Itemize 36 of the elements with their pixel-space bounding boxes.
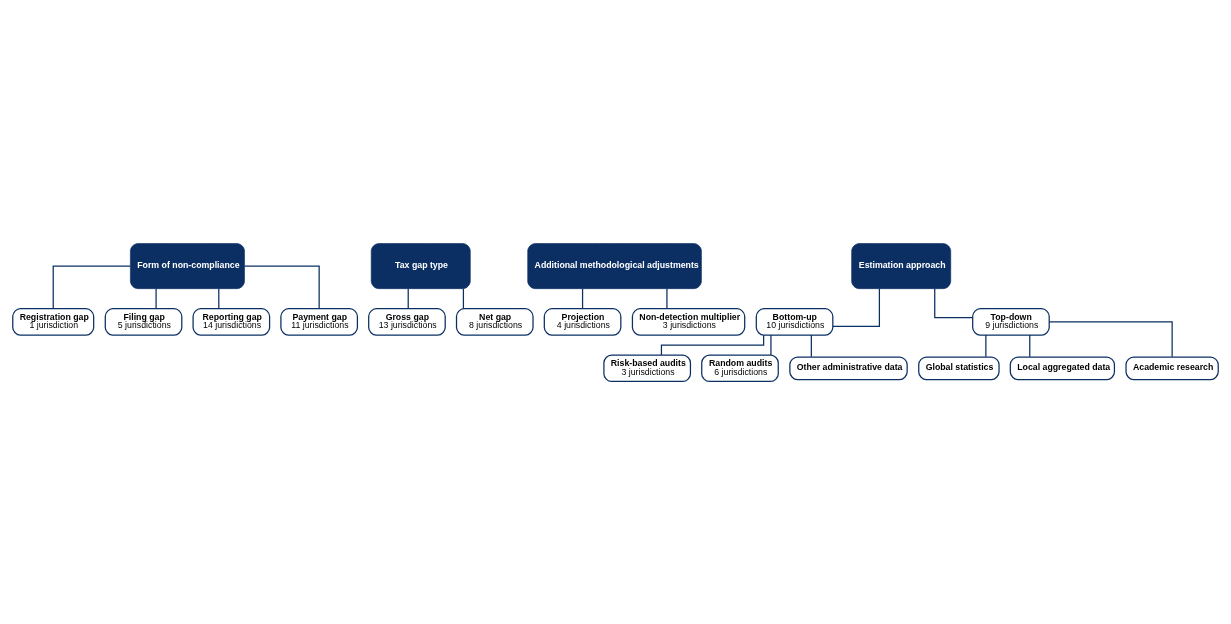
node-box: Reporting gap 14 jurisdictions: [192, 307, 271, 336]
node-box: Random audits 6 jurisdictions: [701, 354, 779, 382]
node-box: Tax gap type: [370, 242, 471, 289]
connector: [407, 287, 409, 309]
node-box: Net gap 8 jurisdictions: [455, 307, 534, 336]
connector: [660, 334, 765, 356]
node-box: Gross gap 13 jurisdictions: [368, 307, 446, 336]
connector: [244, 264, 320, 309]
node-box: Bottom-up 10 jurisdictions: [755, 307, 834, 336]
node-box: Academic research: [1125, 355, 1219, 380]
node-box: Local aggregated data: [1009, 355, 1116, 380]
connector: [1048, 320, 1173, 357]
node-box: Risk-based audits 3 jurisdictions: [603, 354, 692, 382]
connector: [770, 333, 772, 356]
node-box: Projection 4 jurisdictions: [543, 307, 622, 336]
connector: [218, 287, 220, 309]
node-box: Top-down 9 jurisdictions: [972, 307, 1050, 336]
node-box: Additional methodological adjustments: [527, 242, 702, 289]
node-box: Registration gap 1 jurisdiction: [12, 307, 95, 336]
connector: [666, 287, 668, 309]
connector: [462, 287, 465, 309]
node-box: Estimation approach: [851, 242, 952, 289]
node-box: Filing gap 5 jurisdictions: [104, 307, 183, 336]
connector: [985, 333, 987, 357]
node-box: Global statistics: [918, 355, 1000, 380]
node-box: Non-detection multiplier 3 jurisdictions: [631, 307, 746, 336]
connector: [52, 264, 131, 309]
connector: [581, 287, 584, 309]
node-box: Other administrative data: [789, 355, 908, 380]
connector: [810, 333, 812, 357]
connector: [155, 287, 157, 309]
node-box: Form of non-compliance: [130, 242, 245, 289]
connector: [934, 287, 974, 318]
node-box: Payment gap 11 jurisdictions: [280, 307, 359, 336]
connector: [1029, 333, 1031, 357]
connector: [832, 287, 880, 327]
